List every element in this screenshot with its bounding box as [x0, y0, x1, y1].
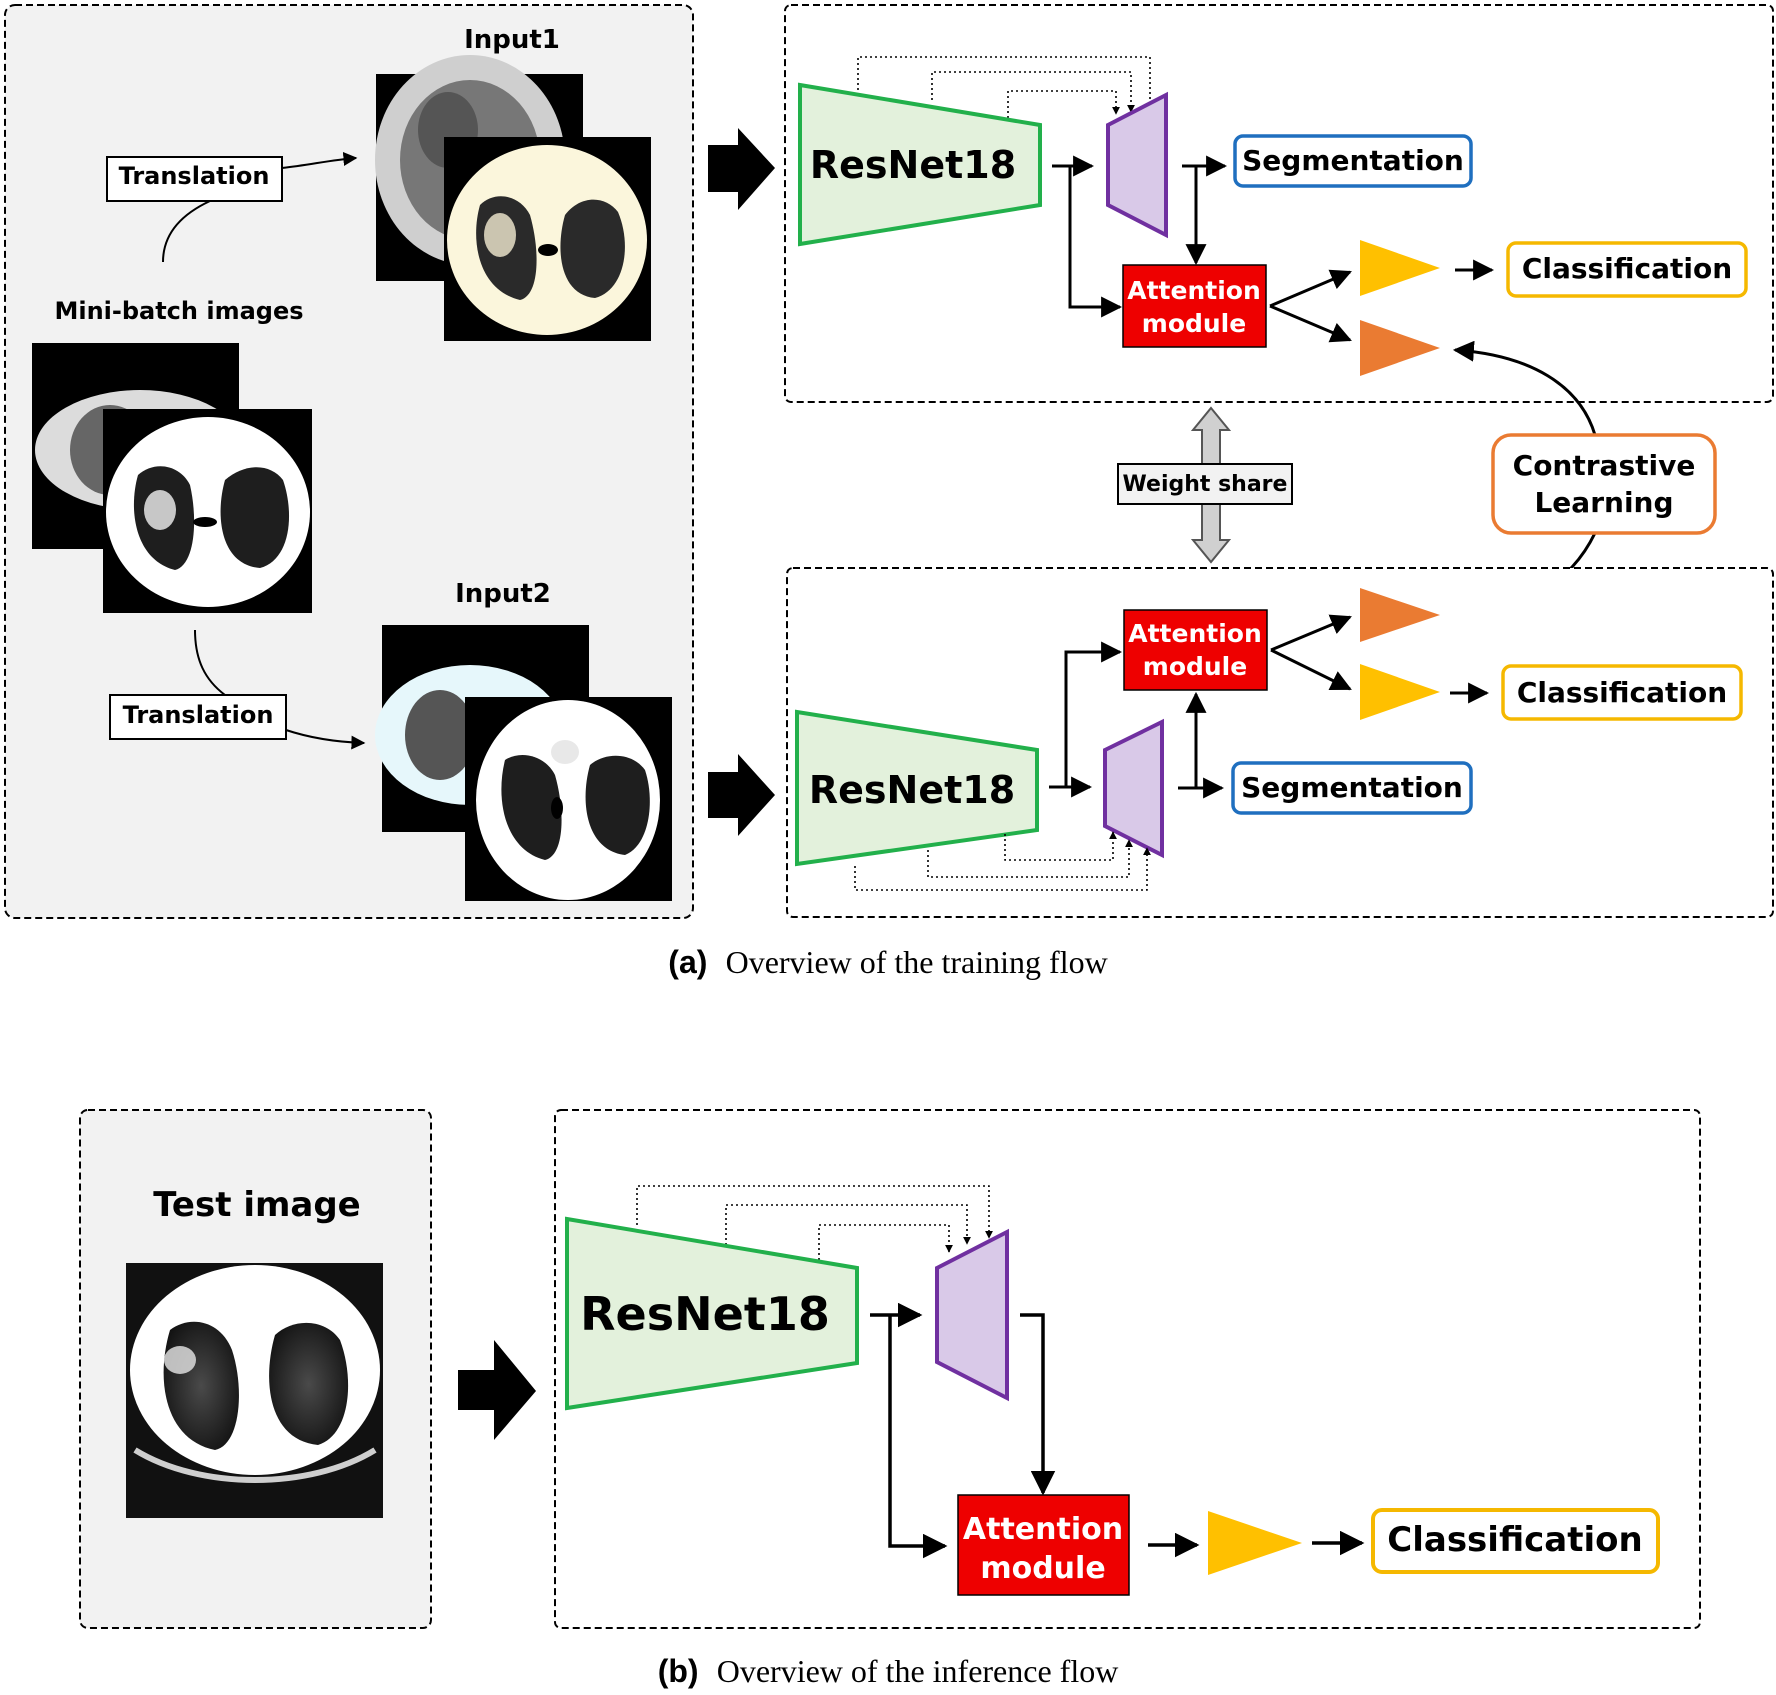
top-attention-label-2: module	[1142, 309, 1246, 338]
input2-label: Input2	[455, 579, 551, 609]
weight-share-label: Weight share	[1123, 472, 1288, 497]
translation-box-2	[109, 694, 287, 740]
caption-a-text: Overview of the training flow	[726, 944, 1108, 980]
bottom-attention-label-1: Attention	[1128, 619, 1262, 648]
top-segmentation-label: Segmentation	[1242, 144, 1464, 177]
bottom-resnet18-encoder	[795, 709, 1039, 867]
contrastive-to-top-arrow	[1452, 340, 1597, 436]
top-attention-label-1: Attention	[1127, 276, 1261, 305]
contrastive-label-1: Contrastive	[1513, 449, 1696, 482]
input1-label: Input1	[464, 25, 560, 55]
bottom-orange-projection-head	[1360, 588, 1440, 642]
inference-resnet18-label: ResNet18	[580, 1287, 830, 1341]
bottom-decoder	[1103, 718, 1164, 859]
translation-1-arrow	[281, 151, 358, 169]
top-attention-to-yellow-arrow	[1269, 269, 1352, 308]
bottom-attention-label-2: module	[1143, 652, 1247, 681]
translation-2-arrow	[285, 729, 366, 750]
inference-classification-box	[1371, 1508, 1660, 1574]
translation-label-1: Translation	[119, 162, 270, 190]
translation-box-1	[106, 156, 283, 202]
bottom-attention-to-yellow-arrow	[1270, 648, 1352, 691]
inference-attention-label-2: module	[980, 1551, 1105, 1586]
bottom-skip-connections	[854, 831, 1151, 891]
caption-a-tag: (a)	[668, 944, 707, 980]
top-skip-connections	[857, 56, 1154, 118]
caption-b: (b) Overview of the inference flow	[658, 1652, 1119, 1690]
translation-2-link	[194, 629, 226, 696]
minibatch-ct-image-front	[103, 409, 312, 613]
top-decoder	[1106, 91, 1168, 239]
translation-label-2: Translation	[123, 701, 274, 729]
inference-decoder	[935, 1228, 1009, 1402]
inference-decoder-to-attention-arrow	[1020, 1313, 1056, 1496]
block-arrow-top	[708, 128, 775, 210]
block-arrow-bottom	[708, 754, 775, 836]
caption-b-text: Overview of the inference flow	[717, 1653, 1119, 1689]
contrastive-learning-box	[1491, 433, 1717, 535]
bottom-encoder-to-attention-arrow	[1064, 641, 1123, 787]
top-attention-to-orange-arrow	[1269, 304, 1352, 343]
test-image-label: Test image	[153, 1185, 361, 1225]
input1-ct-image-front	[444, 137, 651, 341]
top-classification-box	[1506, 241, 1748, 298]
top-orange-projection-head	[1360, 320, 1440, 376]
inference-attention-label-1: Attention	[963, 1512, 1123, 1547]
bottom-segmentation-box	[1231, 761, 1473, 815]
contrastive-label-2: Learning	[1534, 486, 1673, 519]
top-branch-panel	[784, 4, 1774, 403]
weight-share-box	[1117, 463, 1293, 505]
caption-a: (a) Overview of the training flow	[668, 943, 1107, 981]
bottom-classification-box	[1501, 664, 1743, 721]
bottom-resnet18-label: ResNet18	[809, 768, 1015, 812]
inference-attention-module	[957, 1494, 1130, 1596]
caption-b-tag: (b)	[658, 1653, 699, 1689]
minibatch-label: Mini-batch images	[54, 297, 303, 325]
top-encoder-to-attention-arrow	[1068, 166, 1123, 318]
top-resnet18-encoder	[798, 82, 1042, 247]
bottom-segmentation-label: Segmentation	[1241, 771, 1463, 804]
inference-resnet18-encoder	[565, 1216, 859, 1411]
top-classification-label: Classification	[1522, 252, 1732, 285]
inference-yellow-classifier-head	[1208, 1511, 1302, 1575]
top-yellow-classifier-head	[1360, 240, 1440, 296]
bottom-attention-module	[1123, 609, 1268, 691]
bottom-attention-to-orange-arrow	[1270, 614, 1352, 652]
top-attention-module	[1122, 264, 1267, 348]
inference-skip-connections	[636, 1185, 993, 1260]
top-segmentation-box	[1233, 134, 1473, 188]
translation-1-link	[162, 200, 211, 263]
top-resnet18-label: ResNet18	[810, 143, 1016, 187]
input2-ct-image-front	[465, 697, 672, 901]
test-ct-image	[126, 1263, 383, 1518]
bottom-classification-label: Classification	[1517, 676, 1727, 709]
inference-block-arrow	[458, 1340, 536, 1440]
bottom-yellow-classifier-head	[1360, 664, 1440, 720]
inference-encoder-to-attention-arrow	[888, 1315, 948, 1559]
inference-classification-label: Classification	[1387, 1520, 1642, 1560]
inference-panel	[554, 1109, 1701, 1629]
